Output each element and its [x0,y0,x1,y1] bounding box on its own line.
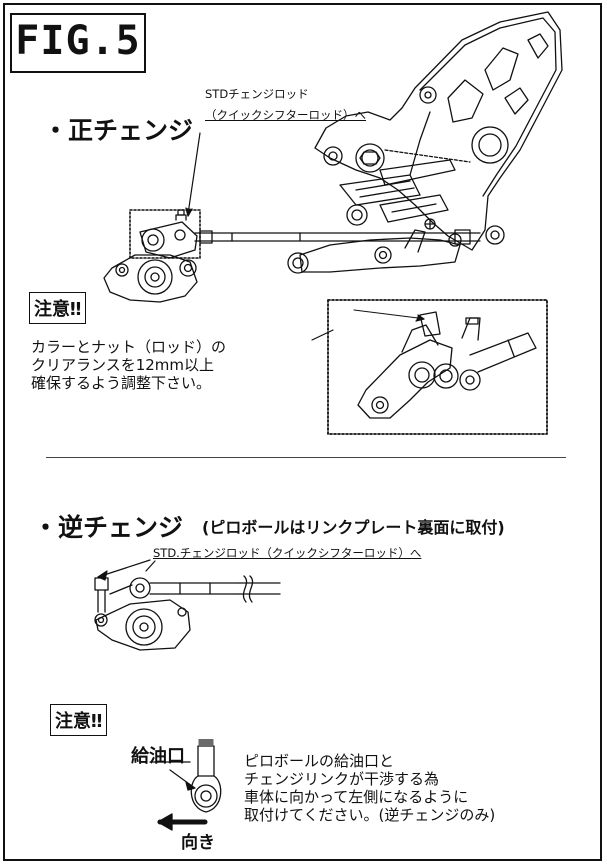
normal-rod-label-line1: STDチェンジロッド [205,87,309,101]
reverse-change-drawing [94,559,281,651]
figure-label-box: FIG.5 [10,13,146,73]
normal-caution-label: 注意‼ [34,299,82,320]
detail-focus-box [129,209,201,259]
reverse-caution-line4: 取付けてください。(逆チェンジのみ) [244,806,496,824]
page-frame [3,3,602,861]
normal-caution-badge: 注意‼ [29,292,87,324]
detail-inset-drawing [353,309,537,419]
reverse-caution-label: 注意‼ [55,711,103,732]
reverse-rod-label: STD.チェンジロッド（クイックシフターロッド）へ [153,546,422,560]
direction-label: 向き [181,833,215,853]
reverse-caution-line3: 車体に向かって左側になるように [244,788,469,806]
reverse-caution-text: ピロボールの給油口と チェンジリンクが干渉する為 車体に向かって左側になるように… [244,752,495,824]
reverse-change-title: ・逆チェンジ [33,513,184,542]
section-divider [46,457,566,458]
shift-rod-drawing [194,229,481,245]
normal-rod-label-line2: （クイックシフターロッド）へ [205,108,366,122]
normal-caution-line1: カラーとナット（ロッド）の [31,338,227,356]
rearset-bracket-drawing [287,11,563,274]
oil-port-label: 給油口 [131,746,185,767]
reverse-change-note: (ピロボールはリンクプレート裏面に取付) [202,518,505,537]
normal-change-title: ・正チェンジ [43,116,194,145]
figure-label: FIG.5 [15,18,141,64]
direction-arrow-head [157,813,173,831]
normal-caution-text: カラーとナット（ロッド）の クリアランスを12mm以上 確保するよう調整下さい。 [31,338,226,392]
reverse-caution-badge: 注意‼ [50,704,108,736]
detail-inset-leader [311,329,334,341]
normal-caution-line3: 確保するよう調整下さい。 [31,374,212,392]
pillow-ball-drawing [149,739,222,813]
reverse-caution-line1: ピロボールの給油口と [244,752,395,770]
normal-caution-line2: クリアランスを12mm以上 [31,356,215,374]
shift-arm-drawing [103,209,198,303]
reverse-caution-line2: チェンジリンクが干渉する為 [244,770,440,788]
detail-inset-box [327,299,548,435]
rod-label-leader [187,132,201,215]
